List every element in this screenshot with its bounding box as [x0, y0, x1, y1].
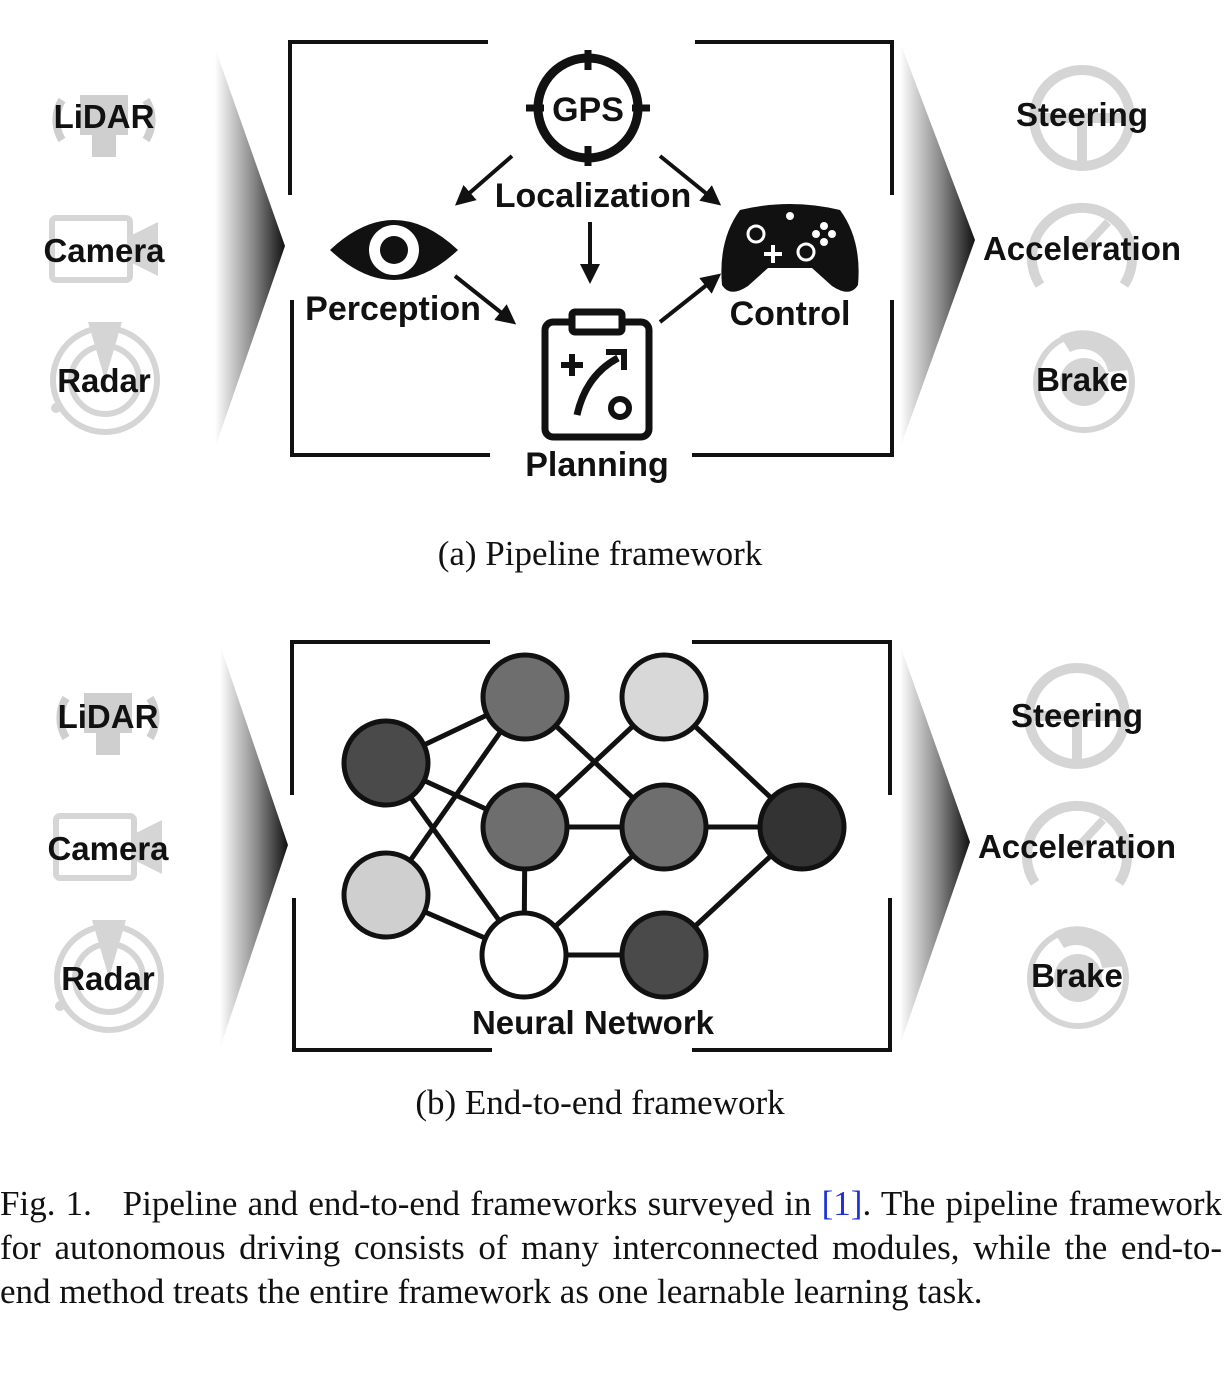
network-node [479, 910, 569, 1000]
camera-icon [49, 215, 158, 283]
figure-diagram: LiDAR Camera Radar GPS Localization [43, 40, 1181, 1052]
output-steering-label: Steering [1016, 96, 1148, 133]
input-chevron-arrow [220, 645, 288, 1048]
localization-label: Localization [495, 177, 691, 215]
speedometer-icon [1027, 202, 1137, 288]
flow-arrows [453, 154, 722, 325]
network-node [480, 782, 570, 872]
input-radar-label: Radar [61, 960, 155, 997]
neural-network-label: Neural Network [472, 1004, 715, 1041]
output-chevron-arrow [900, 645, 970, 1045]
subcaption-a: (a) Pipeline framework [437, 534, 763, 573]
network-node [619, 652, 709, 742]
output-acceleration-label: Acceleration [983, 230, 1181, 267]
radar-icon [50, 322, 160, 435]
network-node [341, 850, 431, 940]
network-node [341, 718, 431, 808]
output-chevron-arrow [900, 42, 975, 448]
input-lidar-label: LiDAR [58, 698, 159, 735]
output-brake-label: Brake [1036, 361, 1128, 398]
control-label: Control [730, 295, 851, 333]
network-node [757, 782, 847, 872]
network-node [480, 652, 570, 742]
camera-icon [53, 813, 162, 881]
brake-disc-icon [1027, 926, 1129, 1029]
input-camera-label: Camera [43, 232, 165, 269]
brake-disc-icon [1033, 330, 1135, 433]
gps-icon [526, 50, 650, 166]
clipboard-icon [541, 308, 653, 441]
eye-icon [330, 220, 458, 280]
radar-icon [54, 920, 164, 1033]
steering-wheel-icon [1024, 663, 1130, 769]
network-node [619, 910, 709, 1000]
network-node [619, 782, 709, 872]
citation-link[interactable]: [1] [821, 1184, 863, 1223]
subcaption-b: (b) End-to-end framework [415, 1083, 785, 1122]
panel-b: LiDAR Camera Radar [47, 640, 1176, 1052]
lidar-icon [52, 95, 156, 157]
output-steering-label: Steering [1011, 697, 1143, 734]
gps-label: GPS [552, 91, 624, 129]
steering-wheel-icon [1029, 65, 1135, 171]
planning-label: Planning [525, 446, 669, 484]
panel-a: LiDAR Camera Radar GPS Localization [43, 40, 1181, 484]
caption-text-suffix: . The pipeline framework for autonomous … [0, 1184, 1222, 1311]
input-radar-label: Radar [57, 362, 151, 399]
input-lidar-label: LiDAR [54, 98, 155, 135]
figure-caption: Fig. 1. Pipeline and end-to-end framewor… [0, 1182, 1222, 1314]
game-controller-icon [721, 204, 859, 292]
network-nodes [341, 652, 847, 1000]
caption-text-prefix: Fig. 1. Pipeline and end-to-end framewor… [0, 1184, 822, 1223]
module-frame [288, 40, 894, 457]
output-acceleration-label: Acceleration [978, 828, 1176, 865]
input-chevron-arrow [215, 48, 285, 448]
lidar-icon [56, 693, 160, 755]
perception-label: Perception [305, 290, 481, 328]
input-camera-label: Camera [47, 830, 169, 867]
speedometer-icon [1022, 800, 1132, 886]
network-frame [290, 640, 892, 1052]
network-edges [383, 694, 804, 958]
output-brake-label: Brake [1031, 957, 1123, 994]
